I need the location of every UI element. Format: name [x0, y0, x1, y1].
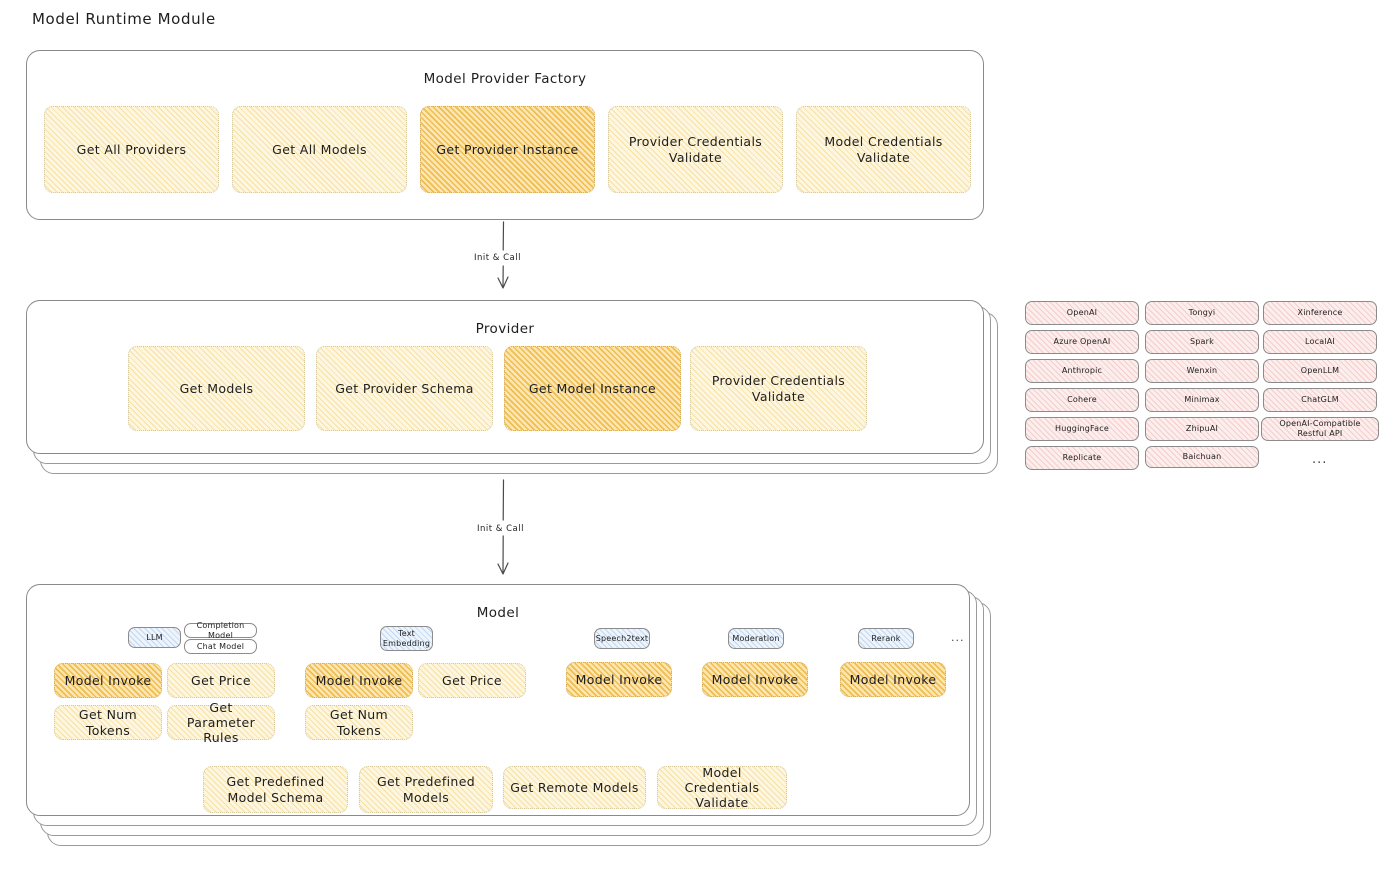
- provider-chip-replicate[interactable]: Replicate: [1025, 446, 1139, 470]
- page-title: Model Runtime Module: [32, 10, 216, 28]
- provider-chip-tongyi[interactable]: Tongyi: [1145, 301, 1259, 325]
- model-types-more-ellipsis: ...: [951, 631, 965, 644]
- provider-chip-wenxin[interactable]: Wenxin: [1145, 359, 1259, 383]
- provider-chip-openllm[interactable]: OpenLLM: [1263, 359, 1377, 383]
- model-type-badge-rerank[interactable]: Rerank: [858, 628, 914, 649]
- model-type-badge-speech2text[interactable]: Speech2text: [594, 628, 650, 649]
- text-embedding-method-model-invoke[interactable]: Model Invoke: [305, 663, 413, 698]
- model-type-badge-llm[interactable]: LLM: [128, 627, 181, 648]
- factory-box-get-all-providers[interactable]: Get All Providers: [44, 106, 219, 193]
- model-shared-get-predefined-model-schema[interactable]: Get Predefined Model Schema: [203, 766, 348, 813]
- arrow-factory-to-provider: [497, 221, 509, 289]
- arrow-label-init-and-call-2: Init & Call: [473, 523, 528, 535]
- llm-method-model-invoke[interactable]: Model Invoke: [54, 663, 162, 698]
- provider-chip-cohere[interactable]: Cohere: [1025, 388, 1139, 412]
- provider-box-get-model-instance[interactable]: Get Model Instance: [504, 346, 681, 431]
- model-card: Model: [26, 584, 970, 816]
- model-shared-get-predefined-models[interactable]: Get Predefined Models: [359, 766, 493, 813]
- provider-title: Provider: [475, 321, 535, 337]
- text-embedding-method-get-price[interactable]: Get Price: [418, 663, 526, 698]
- model-shared-model-credentials-validate[interactable]: Model Credentials Validate: [657, 765, 787, 810]
- provider-list-more-ellipsis: ...: [1312, 452, 1328, 467]
- moderation-method-model-invoke[interactable]: Model Invoke: [702, 662, 808, 697]
- model-subbadge-chat-model[interactable]: Chat Model: [184, 639, 257, 654]
- rerank-method-model-invoke[interactable]: Model Invoke: [840, 662, 946, 697]
- provider-chip-anthropic[interactable]: Anthropic: [1025, 359, 1139, 383]
- provider-chip-localai[interactable]: LocalAI: [1263, 330, 1377, 354]
- factory-box-provider-credentials-validate[interactable]: Provider Credentials Validate: [608, 106, 783, 193]
- llm-method-get-parameter-rules[interactable]: Get Parameter Rules: [167, 700, 275, 745]
- model-subbadge-completion-model[interactable]: Completion Model: [184, 621, 257, 640]
- factory-box-get-provider-instance[interactable]: Get Provider Instance: [420, 106, 595, 193]
- provider-box-get-provider-schema[interactable]: Get Provider Schema: [316, 346, 493, 431]
- text-embedding-method-get-num-tokens[interactable]: Get Num Tokens: [305, 705, 413, 740]
- model-type-badge-moderation[interactable]: Moderation: [728, 628, 784, 649]
- factory-box-get-all-models[interactable]: Get All Models: [232, 106, 407, 193]
- provider-chip-openai-compatible-restful-api[interactable]: OpenAI-Compatible Restful API: [1261, 417, 1379, 441]
- arrow-label-init-and-call-1: Init & Call: [470, 252, 525, 264]
- llm-method-get-num-tokens[interactable]: Get Num Tokens: [54, 705, 162, 740]
- provider-chip-minimax[interactable]: Minimax: [1145, 388, 1259, 412]
- speech2text-method-model-invoke[interactable]: Model Invoke: [566, 662, 672, 697]
- provider-chip-huggingface[interactable]: HuggingFace: [1025, 417, 1139, 441]
- provider-chip-zhipuai[interactable]: ZhipuAI: [1145, 417, 1259, 441]
- factory-title: Model Provider Factory: [423, 71, 587, 87]
- provider-chip-xinference[interactable]: Xinference: [1263, 301, 1377, 325]
- provider-chip-azure-openai[interactable]: Azure OpenAI: [1025, 330, 1139, 354]
- provider-box-get-models[interactable]: Get Models: [128, 346, 305, 431]
- provider-chip-openai[interactable]: OpenAI: [1025, 301, 1139, 325]
- model-title: Model: [476, 605, 520, 621]
- llm-method-get-price[interactable]: Get Price: [167, 663, 275, 698]
- model-type-badge-text-embedding[interactable]: Text Embedding: [380, 626, 433, 651]
- provider-chip-spark[interactable]: Spark: [1145, 330, 1259, 354]
- provider-chip-chatglm[interactable]: ChatGLM: [1263, 388, 1377, 412]
- provider-chip-baichuan[interactable]: Baichuan: [1145, 446, 1259, 468]
- arrow-provider-to-model: [497, 479, 509, 575]
- model-shared-get-remote-models[interactable]: Get Remote Models: [503, 766, 646, 809]
- factory-box-model-credentials-validate[interactable]: Model Credentials Validate: [796, 106, 971, 193]
- provider-box-provider-credentials-validate[interactable]: Provider Credentials Validate: [690, 346, 867, 431]
